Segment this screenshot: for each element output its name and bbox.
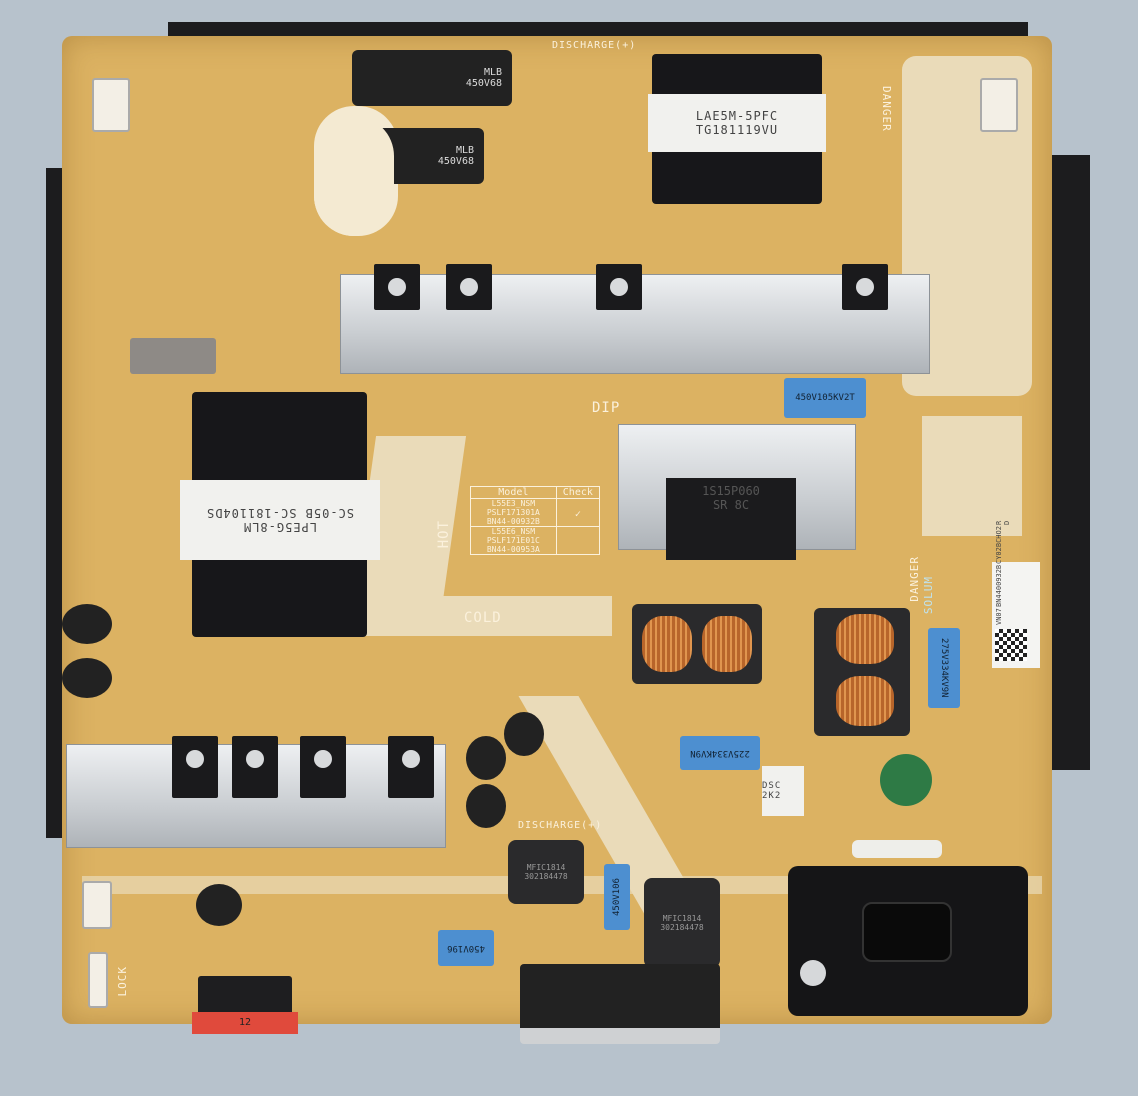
screw [800,960,826,986]
mosfet [842,264,888,310]
electrolytic-capacitor [466,784,506,828]
film-capacitor: 225V334KV9N [680,736,760,770]
common-mode-choke [632,604,762,684]
choke-coil [702,616,752,672]
common-mode-choke [814,608,910,736]
film-capacitor: 275V334KV9N [928,628,960,708]
cold-label: COLD [464,610,502,626]
hot-label: HOT [436,520,452,549]
led-connector[interactable] [520,964,720,1044]
ceramic-capacitor: DSC 2K2 [762,766,804,816]
electrolytic-capacitor [62,658,112,698]
qr-sticker: VN07 BN4400932B CY02BCHO2 R D [992,521,1040,668]
brand-label: SOLUM [922,576,935,615]
ac-socket [862,902,952,962]
table-row: L55E3_NSM PSLF171301A BN44-00932B ✓ [471,499,599,527]
isolation-path [402,596,612,636]
mount-clip [92,78,130,132]
film-capacitor: 450V106 [604,864,630,930]
lock-label: LOCK [116,966,129,997]
connector-latch: 12 [192,1012,298,1034]
mosfet [446,264,492,310]
discharge-label: DISCHARGE(+) [552,40,637,51]
main-transformer: LPE5G-8LM SC-05B SC-181104DS [180,392,380,637]
film-capacitor: 450V196 [438,930,494,966]
choke-coil [836,676,894,726]
electrolytic-capacitor [504,712,544,756]
rectifier-diode [300,736,346,798]
ac-inlet [788,866,1028,1016]
power-connector[interactable]: 12 [192,976,298,1034]
dip-label: DIP [592,400,621,416]
isolation-path [922,416,1022,536]
mount-clip [82,881,112,929]
main-transformer-label: LPE5G-8LM SC-05B SC-181104DS [180,480,380,560]
resistor-block [130,338,216,374]
mosfet [596,264,642,310]
pfc-transformer-label: LAE5M-5PFC TG181119VU [648,94,826,152]
table-row: L55E6_NSM PSLF171E01C BN44-00953A [471,527,599,554]
rectifier-diode [388,736,434,798]
mosfet [374,264,420,310]
pfc-transformer: LAE5M-5PFC TG181119VU [648,54,826,204]
fuse [852,840,942,858]
glue-blob-front [314,116,394,236]
choke-coil [642,616,692,672]
mount-clip [980,78,1018,132]
film-capacitor: 450V105KV2T [784,378,866,418]
rectifier-diode [232,736,278,798]
choke-coil [836,614,894,664]
bridge-rectifier: 1S15P060 SR 8C [666,478,796,560]
electrolytic-capacitor [466,736,506,780]
model-table: Model Check L55E3_NSM PSLF171301A BN44-0… [470,486,600,555]
rectifier-diode [172,736,218,798]
electrolytic-capacitor [62,604,112,644]
danger-label: DANGER [908,556,921,602]
mount-clip [88,952,108,1008]
danger-label: DANGER [880,86,893,132]
electrolytic-capacitor [196,884,242,926]
qr-code [995,629,1027,661]
varistor [880,754,932,806]
discharge-label: DISCHARGE(+) [518,820,603,831]
